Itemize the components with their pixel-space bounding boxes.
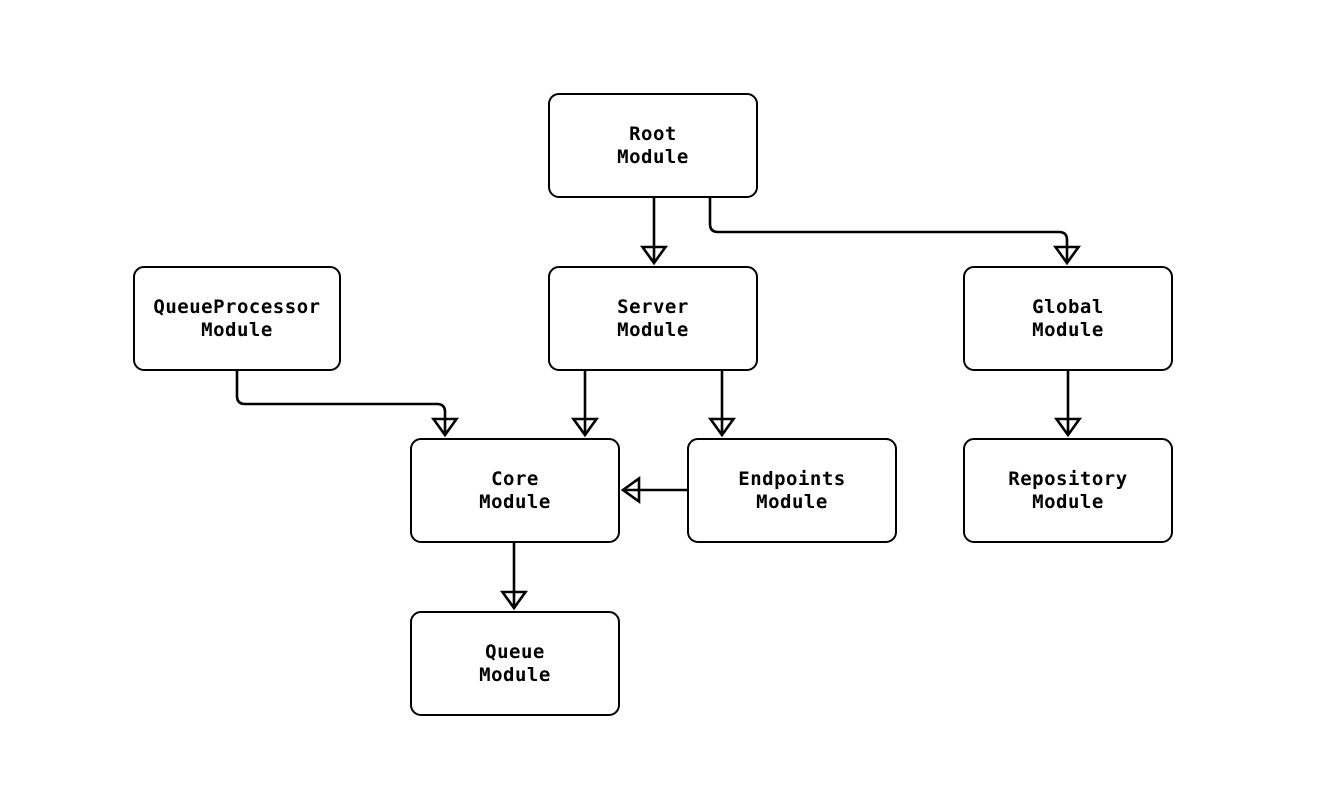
- node-endpoints-module-label: Endpoints Module: [738, 467, 846, 513]
- node-queue-module: Queue Module: [410, 611, 620, 716]
- node-queueprocessor-module: QueueProcessor Module: [133, 266, 341, 371]
- node-server-module-label: Server Module: [617, 295, 689, 341]
- node-queueprocessor-module-label: QueueProcessor Module: [153, 295, 321, 341]
- node-root-module-label: Root Module: [617, 122, 689, 168]
- node-server-module: Server Module: [548, 266, 758, 371]
- edge-queueprocessor-to-core: [235, 371, 460, 438]
- node-repository-module: Repository Module: [963, 438, 1173, 543]
- edge-root-to-global: [708, 198, 1082, 266]
- node-queue-module-label: Queue Module: [479, 640, 551, 686]
- node-core-module-label: Core Module: [479, 467, 551, 513]
- node-repository-module-label: Repository Module: [1008, 467, 1128, 513]
- node-global-module: Global Module: [963, 266, 1173, 371]
- node-core-module: Core Module: [410, 438, 620, 543]
- node-endpoints-module: Endpoints Module: [687, 438, 897, 543]
- node-root-module: Root Module: [548, 93, 758, 198]
- node-global-module-label: Global Module: [1032, 295, 1104, 341]
